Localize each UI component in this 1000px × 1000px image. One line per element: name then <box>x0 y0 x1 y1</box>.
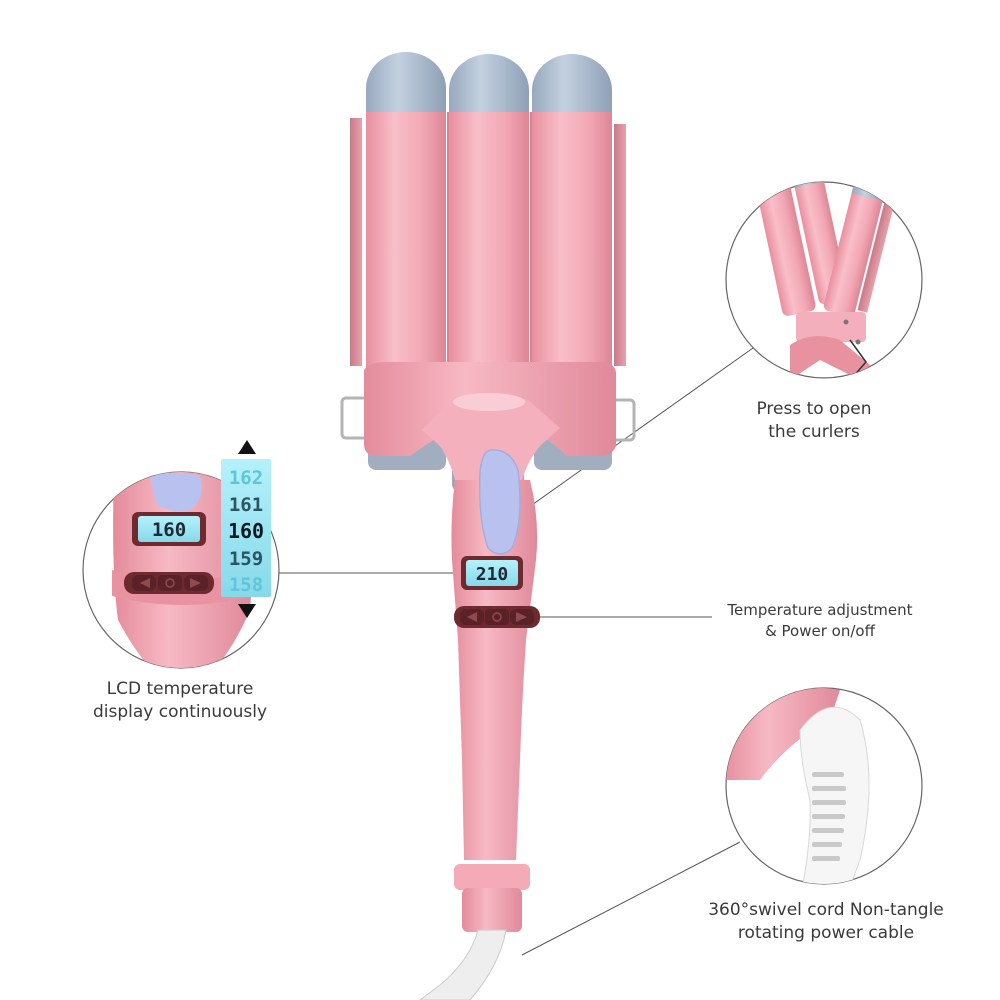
hair-waver: 210 <box>340 52 636 1000</box>
caption-lcd-line1: LCD temperature <box>106 679 254 699</box>
left-arrow-icon <box>467 612 477 622</box>
zoom-swivel-cord <box>725 687 923 885</box>
caption-temp-line2: & Power on/off <box>765 622 875 640</box>
barrel-right <box>532 100 612 380</box>
power-cord <box>419 929 507 1000</box>
caption-temperature-adjustment: Temperature adjustment & Power on/off <box>700 600 940 642</box>
caption-press-line1: Press to open <box>756 399 872 419</box>
caption-cord-line2: rotating power cable <box>737 923 915 943</box>
caption-press-line2: the curlers <box>768 422 860 442</box>
temperature-scale: 162 161 160 159 158 <box>221 440 271 618</box>
zoom-lcd-value: 160 <box>152 519 186 541</box>
main-lcd-screen <box>466 560 518 586</box>
power-icon <box>492 612 502 622</box>
barrel-cap-left <box>366 52 446 112</box>
power-button[interactable] <box>485 609 509 625</box>
scale-value-159: 159 <box>229 548 263 570</box>
handle-collar <box>454 864 530 890</box>
zoom-curlers-open <box>725 181 923 379</box>
caption-press-to-open: Press to open the curlers <box>724 398 904 444</box>
barrel-middle <box>449 100 529 380</box>
leader-line-cord <box>521 841 741 956</box>
scale-value-158: 158 <box>229 574 263 596</box>
side-plate-left <box>350 118 362 366</box>
leader-lines <box>278 347 754 956</box>
scale-value-162: 162 <box>229 467 263 489</box>
caption-lcd-display: LCD temperature display continuously <box>70 678 290 724</box>
scale-strip <box>221 459 271 597</box>
barrels <box>366 52 612 380</box>
scale-up-arrow-icon <box>238 440 256 454</box>
leader-line-lever <box>521 347 754 513</box>
scale-down-arrow-icon <box>238 604 256 618</box>
barrel-left <box>366 100 446 380</box>
control-buttons <box>454 606 540 628</box>
caption-swivel-cord: 360°swivel cord Non-tangle rotating powe… <box>676 899 976 945</box>
side-plate-right <box>614 124 626 366</box>
barrel-cap-middle <box>449 54 529 112</box>
scale-value-161: 161 <box>229 494 263 516</box>
main-lcd-value: 210 <box>476 564 509 585</box>
barrel-cap-right <box>532 54 612 112</box>
scale-value-160: 160 <box>228 519 264 543</box>
caption-lcd-line2: display continuously <box>92 702 268 722</box>
open-lever[interactable] <box>478 449 521 555</box>
caption-cord-line1: 360°swivel cord Non-tangle <box>708 900 944 920</box>
yoke <box>422 394 560 500</box>
caption-temp-line1: Temperature adjustment <box>727 601 913 619</box>
right-arrow-icon <box>516 612 527 622</box>
